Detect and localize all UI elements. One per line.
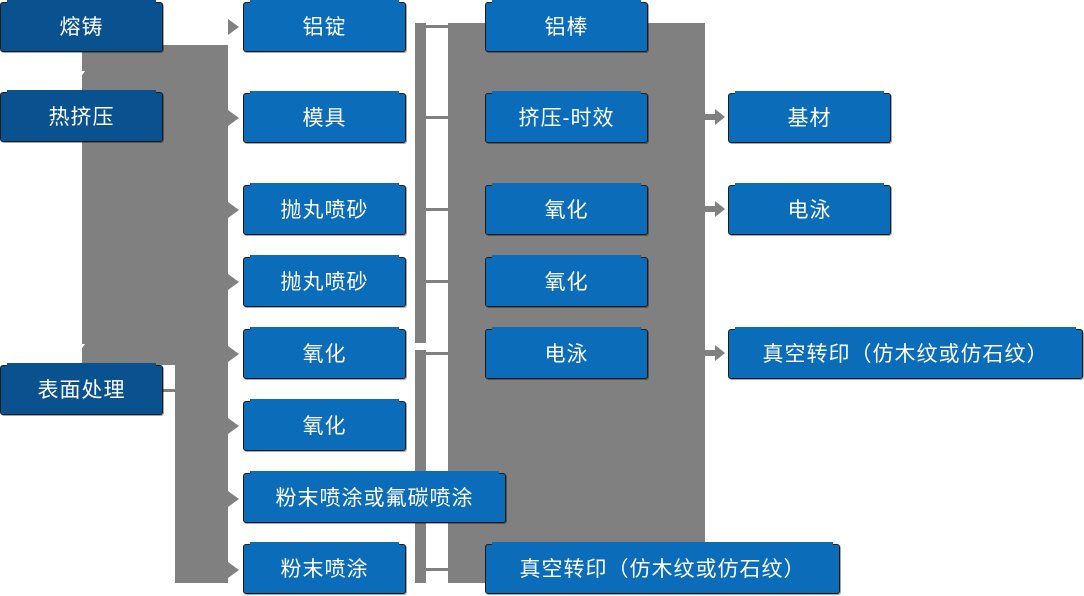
material-node-powder-label: 粉末喷涂 (280, 557, 369, 581)
mid-link-5 (426, 352, 448, 355)
material-node-powder-fluoro-label: 粉末喷涂或氟碳喷涂 (275, 486, 474, 510)
mid-thin-bar-lower (415, 350, 426, 583)
material-node-mold-label: 模具 (302, 106, 347, 130)
left-band-arrow-5 (228, 346, 239, 362)
material-node-shotblast-1-label: 抛丸喷砂 (280, 198, 369, 222)
mid-link-6 (426, 568, 448, 571)
arrow-to-electro (705, 201, 725, 217)
process-node-electro-label: 电泳 (544, 342, 589, 366)
stage-node-extrude[interactable]: 热挤压 (0, 90, 163, 142)
output-node-transfer-label: 真空转印（仿木纹或仿石纹） (762, 342, 1049, 366)
process-node-transfer[interactable]: 真空转印（仿木纹或仿石纹） (485, 542, 840, 594)
left-band-arrow-4 (228, 274, 239, 290)
output-node-electro[interactable]: 电泳 (728, 183, 891, 235)
process-node-oxidize-2-label: 氧化 (544, 270, 589, 294)
process-node-extrude[interactable]: 挤压-时效 (485, 91, 648, 143)
process-node-oxidize-2[interactable]: 氧化 (485, 255, 648, 307)
material-node-shotblast-1[interactable]: 抛丸喷砂 (243, 183, 406, 235)
left-band-arrow-8 (228, 562, 239, 578)
stage-down-arrow-2 (71, 344, 85, 354)
arrow-to-substrate (705, 109, 725, 125)
material-node-oxidize-1-label: 氧化 (302, 342, 347, 366)
stage-node-extrude-label: 热挤压 (48, 105, 115, 129)
stage-node-surface-label: 表面处理 (37, 378, 126, 402)
process-node-bar-label: 铝棒 (544, 15, 589, 39)
left-band-arrow-3 (228, 202, 239, 218)
material-node-powder-fluoro[interactable]: 粉末喷涂或氟碳喷涂 (243, 471, 506, 523)
mid-link-4 (426, 280, 448, 283)
process-node-oxidize-1[interactable]: 氧化 (485, 183, 648, 235)
process-node-transfer-label: 真空转印（仿木纹或仿石纹） (519, 557, 806, 581)
stage-node-surface[interactable]: 表面处理 (0, 363, 163, 415)
stage-node-casting-label: 熔铸 (59, 15, 104, 39)
material-node-oxidize-1[interactable]: 氧化 (243, 327, 406, 379)
process-node-extrude-label: 挤压-时效 (518, 106, 615, 130)
material-node-mold[interactable]: 模具 (243, 91, 406, 143)
material-node-shotblast-2[interactable]: 抛丸喷砂 (243, 255, 406, 307)
left-band-arrow-7 (228, 491, 239, 507)
mid-link-1 (426, 25, 448, 28)
material-node-ingot-label: 铝锭 (302, 15, 347, 39)
material-node-oxidize-2-label: 氧化 (302, 414, 347, 438)
left-band-arrow-2 (228, 110, 239, 126)
left-band-arrow-1 (228, 19, 239, 35)
mid-link-2 (426, 116, 448, 119)
stage-node-casting[interactable]: 熔铸 (0, 0, 163, 52)
left-band-lower (175, 365, 228, 583)
material-node-shotblast-2-label: 抛丸喷砂 (280, 270, 369, 294)
output-node-electro-label: 电泳 (787, 198, 832, 222)
output-node-substrate-label: 基材 (787, 106, 832, 130)
mid-thin-bar-upper (415, 23, 426, 343)
output-node-substrate[interactable]: 基材 (728, 91, 891, 143)
process-node-bar[interactable]: 铝棒 (485, 0, 648, 52)
left-band-arrow-6 (228, 418, 239, 434)
process-node-oxidize-1-label: 氧化 (544, 198, 589, 222)
material-node-ingot[interactable]: 铝锭 (243, 0, 406, 52)
stage-down-arrow-1 (71, 71, 85, 81)
output-node-transfer[interactable]: 真空转印（仿木纹或仿石纹） (728, 327, 1083, 379)
mid-link-3 (426, 208, 448, 211)
surface-band-stub (163, 389, 181, 392)
arrow-to-transfer (705, 345, 725, 361)
process-node-electro[interactable]: 电泳 (485, 327, 648, 379)
material-node-powder[interactable]: 粉末喷涂 (243, 542, 406, 594)
material-node-oxidize-2[interactable]: 氧化 (243, 399, 406, 451)
